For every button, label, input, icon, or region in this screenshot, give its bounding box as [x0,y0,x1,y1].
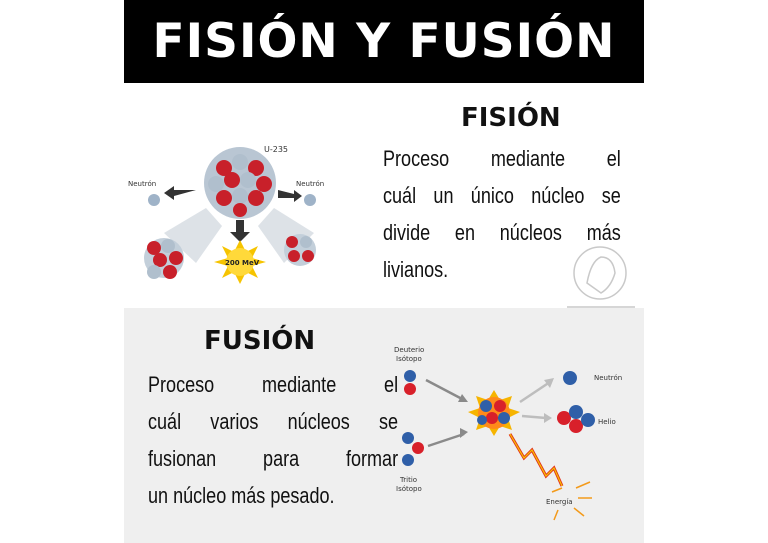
tritium-nucleus [402,432,424,466]
energia-label: Energía [546,498,573,506]
arrow-out-mid-icon [521,414,547,420]
fision-diagram: U-235 Neutrón Neutrón 200 MeV [128,145,324,284]
fusion-description: Proceso mediante el cuál varios núcleos … [148,366,398,514]
neutron-left [148,194,160,206]
page-title: FISIÓN Y FUSIÓN [152,14,616,69]
fision-line: livianos. [383,257,449,282]
neutron-left-label: Neutrón [128,180,156,188]
fusion-heading: FUSIÓN [204,326,316,356]
deuterio-sublabel: Isótopo [396,355,422,363]
fision-heading: FISIÓN [461,103,561,133]
fusion-line: un núcleo más pesado. [148,483,335,508]
neutron-label: Neutrón [594,374,622,382]
deuterio-label: Deuterio [394,346,424,354]
fragment-right [284,234,316,266]
fusion-line: fusionan para formar [148,446,399,471]
u235-label: U-235 [264,145,288,154]
tritio-sublabel: Isótopo [396,485,422,493]
neutron-right-label: Neutrón [296,180,324,188]
energy-rays [551,481,592,521]
fision-line: cuál un único núcleo se [383,183,621,208]
fragment-left [144,238,184,279]
helium-nucleus [557,405,595,433]
arrow-down-icon [230,220,250,242]
fusion-line: Proceso mediante el [148,372,399,397]
fusion-line: cuál varios núcleos se [148,409,399,434]
fision-description: Proceso mediante el cuál un único núcleo… [383,140,621,288]
energy-label: 200 MeV [225,259,260,267]
fision-section: U-235 Neutrón Neutrón 200 MeV FISI [124,83,644,308]
arrow-out-top-icon [519,380,551,404]
arrow-in-bottom-icon [427,432,465,448]
arrow-left-icon [164,186,196,200]
arrow-in-top-icon [425,378,465,402]
seal-logo [567,246,635,308]
energy-burst [214,240,266,284]
neutron-right [304,194,316,206]
title-banner: FISIÓN Y FUSIÓN [124,0,644,83]
helio-label: Helio [598,418,616,426]
fusion-reaction [468,390,520,436]
lightning-icon [508,433,564,487]
tritio-label: Tritio [399,476,417,484]
arrow-right-icon [278,190,302,202]
fusion-diagram: Deuterio Isótopo Tritio Isótopo [394,346,622,521]
fision-line: divide en núcleos más [383,220,621,245]
fusion-section: FUSIÓN Proceso mediante el cuál varios n… [124,308,644,543]
fision-line: Proceso mediante el [383,146,621,171]
deuterium-nucleus [404,370,416,395]
neutron-product [563,371,577,385]
uranium-nucleus [204,147,276,219]
